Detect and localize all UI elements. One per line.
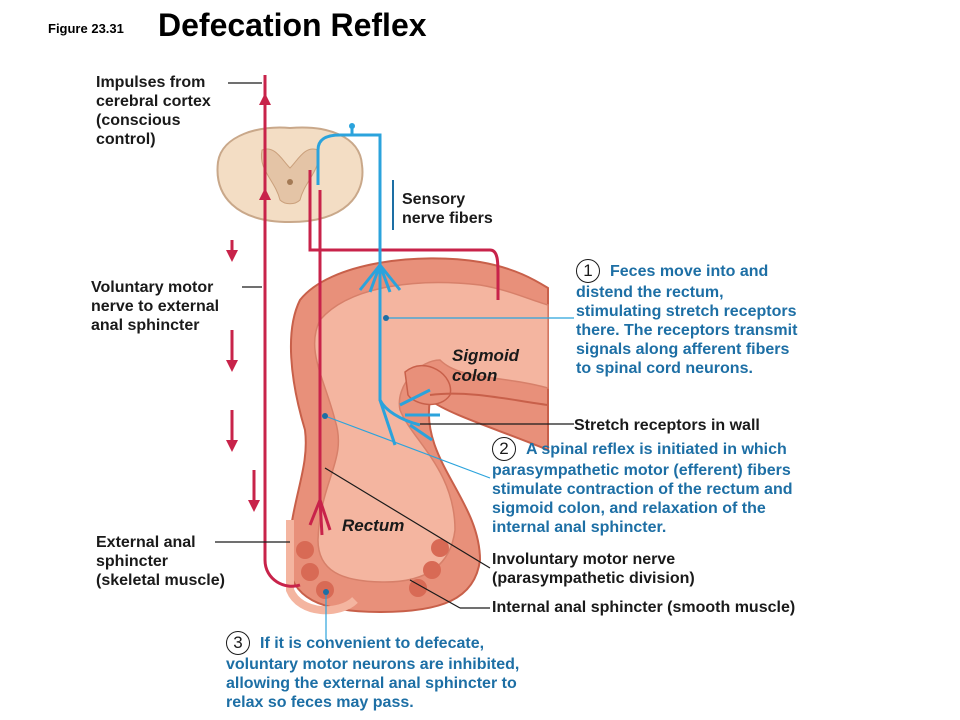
sensory-nerve-fibers (316, 128, 440, 446)
step1-pointer-dot (383, 315, 389, 321)
sensory-nerve-end (349, 123, 355, 129)
step-leader-lines (324, 317, 574, 640)
step-2-number: 2 (492, 437, 516, 461)
leader-lines (215, 82, 574, 609)
step-1-number: 1 (576, 259, 600, 283)
motor-direction-arrows (226, 93, 271, 512)
label-internal-anal-sphincter: Internal anal sphincter (smooth muscle) (492, 599, 796, 616)
label-rectum: Rectum (342, 516, 405, 535)
colon-and-rectum (286, 257, 549, 615)
label-sigmoid-colon: Sigmoid colon (452, 346, 520, 385)
label-impulses-cortex: Impulses from cerebral cortex (conscious… (96, 74, 211, 148)
label-external-anal-sphincter: External anal sphincter (skeletal muscle… (96, 534, 225, 589)
step3-pointer-dot (323, 589, 329, 595)
label-involuntary-motor-nerve: Involuntary motor nerve (parasympathetic… (492, 551, 695, 587)
figure-number: Figure 23.31 (48, 21, 124, 36)
step2-pointer-dot (322, 413, 328, 419)
step-3-number: 3 (226, 631, 250, 655)
page-title: Defecation Reflex (158, 7, 427, 43)
spinal-cord-cross-section (216, 126, 364, 224)
label-voluntary-motor-nerve: Voluntary motor nerve to external anal s… (91, 279, 220, 334)
label-stretch-receptors: Stretch receptors in wall (574, 417, 760, 434)
label-sensory-fibers: Sensory nerve fibers (402, 191, 493, 227)
motor-nerve-fibers (263, 75, 500, 588)
